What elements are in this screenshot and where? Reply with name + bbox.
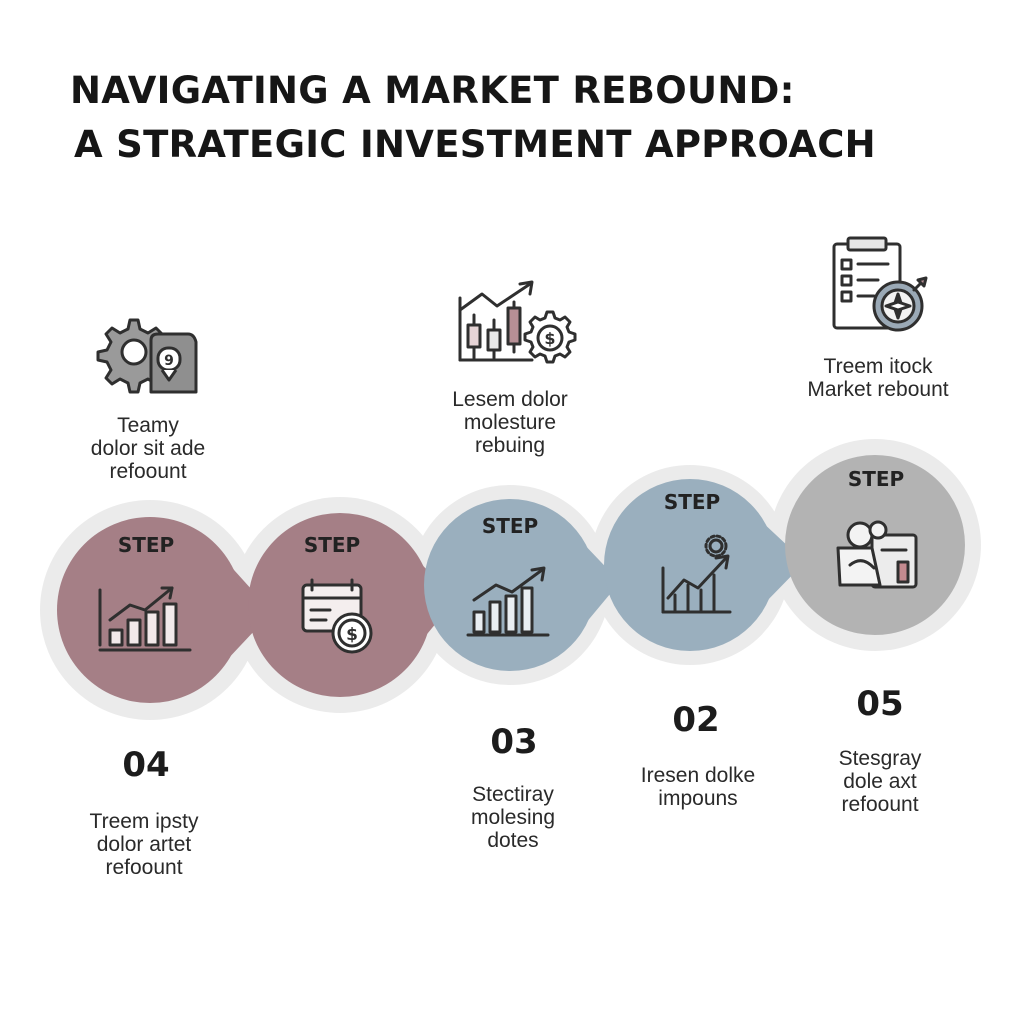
- top-caption-2-line-2: molesture: [463, 411, 557, 434]
- step-caption-03: Stectiray molesing dotes: [403, 783, 623, 852]
- top-caption-3: Treem itock Market rebount: [768, 355, 988, 401]
- step-number-02: 02: [672, 700, 720, 740]
- step-caption-03-line-3: dotes: [487, 829, 539, 852]
- title-line-2: A STRATEGIC INVESTMENT APPROACH: [74, 123, 876, 166]
- svg-text:$: $: [544, 329, 555, 348]
- top-caption-1-line-1: Teamy: [117, 414, 179, 437]
- candlestick-gear-dollar-icon: $: [458, 280, 577, 364]
- top-caption-1: Teamy dolor sit ade refoount: [38, 414, 258, 483]
- step-label-2: STEP: [303, 533, 361, 557]
- step-caption-05-line-3: refoount: [841, 793, 919, 816]
- page-title: NAVIGATING A MARKET REBOUND: A STRATEGIC…: [70, 64, 970, 172]
- step-caption-02-line-1: Iresen dolke: [640, 764, 756, 787]
- step-caption-03-line-2: molesing: [470, 806, 556, 829]
- top-caption-3-line-2: Market rebount: [807, 378, 949, 401]
- step-caption-05: Stesgray dole axt refoount: [770, 747, 990, 816]
- step-number-04: 04: [122, 745, 170, 785]
- step-caption-02: Iresen dolke impouns: [588, 764, 808, 810]
- step-number-05: 05: [856, 684, 904, 724]
- step-disc-3: [424, 499, 620, 671]
- top-caption-2: Lesem dolor molesture rebuing: [400, 388, 620, 457]
- step-caption-04-line-3: refoount: [105, 856, 183, 879]
- step-label-4: STEP: [663, 490, 721, 514]
- step-caption-04: Treem ipsty dolor artet refoount: [34, 810, 254, 879]
- rising-bars-arrow-icon: [466, 566, 550, 637]
- clipboard-compass-icon: [832, 236, 928, 332]
- top-caption-2-line-3: rebuing: [474, 434, 546, 457]
- step-caption-02-line-2: impouns: [658, 787, 738, 810]
- step-caption-04-line-1: Treem ipsty: [89, 810, 199, 833]
- title-line-1: NAVIGATING A MARKET REBOUND:: [70, 69, 795, 112]
- top-caption-2-line-1: Lesem dolor: [452, 388, 568, 411]
- svg-text:$: $: [346, 625, 358, 645]
- step-number-03: 03: [490, 722, 538, 762]
- step-caption-05-line-1: Stesgray: [838, 747, 922, 770]
- top-caption-1-line-3: refoount: [109, 460, 187, 483]
- top-caption-1-line-2: dolor sit ade: [90, 437, 206, 460]
- step-label-3: STEP: [481, 514, 539, 538]
- gear-trend-chart-icon: [661, 534, 732, 614]
- step-disc-4: [604, 479, 805, 651]
- svg-text:9: 9: [164, 353, 174, 369]
- top-caption-3-line-1: Treem itock: [823, 355, 933, 378]
- portfolio-briefcase-icon: [836, 520, 918, 589]
- gear-shield-icon: 9: [96, 318, 198, 394]
- step-label-5: STEP: [847, 467, 905, 491]
- bar-chart-growth-icon: [98, 586, 192, 652]
- step-label-1: STEP: [117, 533, 175, 557]
- calendar-dollar-icon: [301, 578, 373, 654]
- step-caption-05-line-2: dole axt: [843, 770, 917, 793]
- step-caption-04-line-2: dolor artet: [96, 833, 192, 856]
- step-caption-03-line-1: Stectiray: [472, 783, 554, 806]
